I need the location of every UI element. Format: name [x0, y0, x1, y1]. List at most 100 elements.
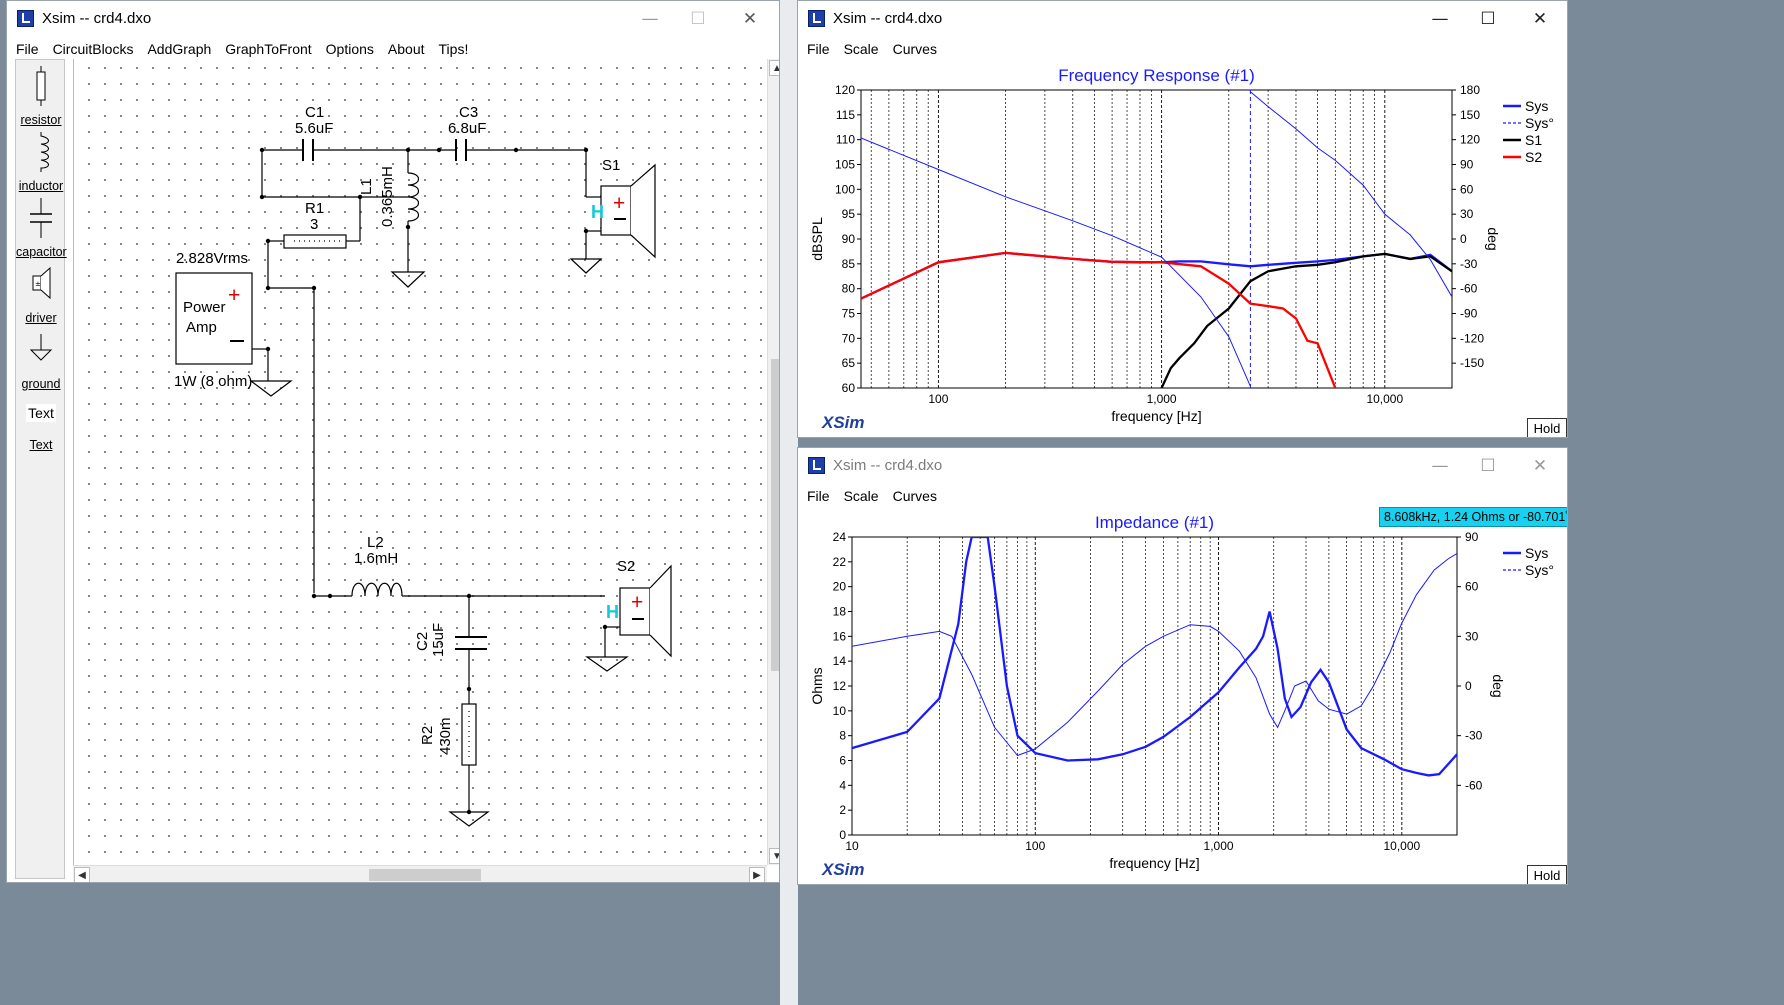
y-tick-label: 20 — [833, 580, 847, 594]
minimize-button[interactable]: — — [1431, 456, 1449, 476]
vertical-scrollbar[interactable]: ▲ ▼ — [767, 59, 779, 865]
y-tick-label: 95 — [842, 207, 856, 221]
y2-tick-label: 180 — [1460, 83, 1480, 97]
l2-name: L2 — [367, 534, 384, 551]
xsim-app-icon — [17, 10, 34, 27]
y2-tick-label: -150 — [1460, 356, 1484, 370]
y-tick-label: 10 — [833, 704, 847, 718]
imp-menubar: File Scale Curves — [798, 484, 1567, 508]
horizontal-scroll-thumb[interactable] — [369, 869, 481, 881]
tool-label: driver — [25, 311, 57, 325]
menu-curves[interactable]: Curves — [892, 41, 937, 57]
r1-name: R1 — [305, 200, 325, 217]
r1-value: 3 — [310, 216, 319, 233]
hold-button[interactable]: Hold — [1527, 865, 1567, 884]
y-axis-label: dBSPL — [809, 217, 825, 261]
menu-file[interactable]: File — [16, 41, 39, 57]
y2-tick-label: -90 — [1460, 307, 1478, 321]
maximize-button[interactable]: ☐ — [1480, 456, 1496, 476]
legend-label: Sys° — [1525, 562, 1554, 578]
schematic-canvas[interactable]: C1 5.6uF C3 6.8uF L1 0.365mH R1 3 S1 H +… — [73, 59, 767, 865]
frequency-response-chart[interactable]: 6065707580859095100105110115120-150-120-… — [798, 61, 1567, 438]
s1-name: S1 — [602, 157, 621, 174]
close-button[interactable]: ✕ — [742, 9, 758, 29]
tool-ground[interactable]: ground — [16, 330, 66, 391]
maximize-button[interactable]: ☐ — [690, 9, 706, 29]
menu-about[interactable]: About — [387, 41, 425, 57]
close-button[interactable]: ✕ — [1532, 456, 1548, 476]
plot-area — [851, 536, 1458, 836]
y2-axis-label: deg — [1490, 674, 1506, 697]
amp-voltage: 2.828Vrms — [176, 250, 248, 267]
tool-driver[interactable]: ± driver — [16, 264, 66, 325]
menu-options[interactable]: Options — [325, 41, 374, 57]
close-button[interactable]: ✕ — [1532, 9, 1548, 29]
menu-scale[interactable]: Scale — [843, 41, 879, 57]
xsim-logo: XSim — [822, 413, 865, 432]
y-tick-label: 14 — [833, 654, 847, 668]
s1-minus — [614, 218, 626, 220]
tool-text[interactable]: Text — [16, 404, 66, 423]
y2-tick-label: 0 — [1465, 679, 1472, 693]
y-tick-label: 65 — [842, 356, 856, 370]
s2-plus: + — [631, 591, 644, 614]
y-tick-label: 90 — [842, 232, 856, 246]
menu-addgraph[interactable]: AddGraph — [147, 41, 212, 57]
series-phase-line — [861, 137, 1251, 387]
minimize-button[interactable]: — — [641, 9, 659, 29]
scroll-down-arrow[interactable]: ▼ — [769, 848, 779, 864]
main-titlebar[interactable]: Xsim -- crd4.dxo — ☐ ✕ — [7, 1, 779, 37]
tool-text-link[interactable]: Text — [16, 438, 66, 452]
tool-capacitor[interactable]: capacitor — [16, 198, 67, 259]
x-tick-label: 10,000 — [1366, 392, 1403, 406]
component-toolbox: resistor inductor capacitor ± driver gro… — [15, 59, 67, 879]
y-tick-label: 4 — [839, 778, 846, 792]
scroll-up-arrow[interactable]: ▲ — [769, 60, 779, 76]
y-tick-label: 24 — [833, 530, 847, 544]
y2-tick-label: -120 — [1460, 331, 1484, 345]
impedance-window: Xsim -- crd4.dxo — ☐ ✕ File Scale Curves 0… — [797, 447, 1568, 885]
menu-circuitblocks[interactable]: CircuitBlocks — [52, 41, 134, 57]
xsim-app-icon — [808, 10, 825, 27]
menu-tips[interactable]: Tips! — [438, 41, 469, 57]
menu-curves[interactable]: Curves — [892, 488, 937, 504]
menu-file[interactable]: File — [807, 488, 830, 504]
y2-tick-label: 150 — [1460, 108, 1480, 122]
r2-value: 430m — [437, 717, 454, 755]
y2-tick-label: -30 — [1465, 729, 1483, 743]
imp-titlebar[interactable]: Xsim -- crd4.dxo — ☐ ✕ — [798, 448, 1567, 484]
chart-title: Impedance (#1) — [1095, 513, 1214, 532]
maximize-button[interactable]: ☐ — [1480, 9, 1496, 29]
vertical-scroll-thumb[interactable] — [771, 359, 779, 671]
y-tick-label: 100 — [835, 182, 855, 196]
legend-label: Sys° — [1525, 115, 1554, 131]
amp-rating: 1W (8 ohm) — [174, 373, 253, 390]
y2-tick-label: 0 — [1460, 232, 1467, 246]
tool-inductor[interactable]: inductor — [16, 132, 66, 193]
menu-file[interactable]: File — [807, 41, 830, 57]
main-window: Xsim -- crd4.dxo — ☐ ✕ File CircuitBlocks… — [6, 0, 780, 883]
tool-label: ground — [21, 377, 61, 391]
tool-label: capacitor — [16, 245, 67, 259]
tool-resistor[interactable]: resistor — [16, 66, 66, 127]
menu-scale[interactable]: Scale — [843, 488, 879, 504]
freq-response-window: Xsim -- crd4.dxo — ☐ ✕ File Scale Curves 6… — [797, 0, 1568, 438]
horizontal-scrollbar[interactable]: ◀ ▶ — [73, 865, 767, 882]
scroll-right-arrow[interactable]: ▶ — [749, 867, 765, 882]
y-tick-label: 75 — [842, 307, 856, 321]
series-sys — [852, 553, 1457, 757]
xsim-app-icon — [808, 457, 825, 474]
scroll-left-arrow[interactable]: ◀ — [74, 867, 90, 882]
cursor-readout-tooltip: 8.608kHz, 1.24 Ohms or -80.701˚ — [1379, 507, 1567, 527]
freq-titlebar[interactable]: Xsim -- crd4.dxo — ☐ ✕ — [798, 1, 1567, 37]
hold-button[interactable]: Hold — [1527, 418, 1567, 437]
y-tick-label: 80 — [842, 282, 856, 296]
minimize-button[interactable]: — — [1431, 9, 1449, 29]
menu-graphtofront[interactable]: GraphToFront — [225, 41, 312, 57]
y-tick-label: 22 — [833, 555, 847, 569]
resistor-icon — [36, 66, 46, 106]
y-tick-label: 105 — [835, 158, 855, 172]
y2-tick-label: -60 — [1460, 282, 1478, 296]
ground-icon — [29, 334, 53, 361]
